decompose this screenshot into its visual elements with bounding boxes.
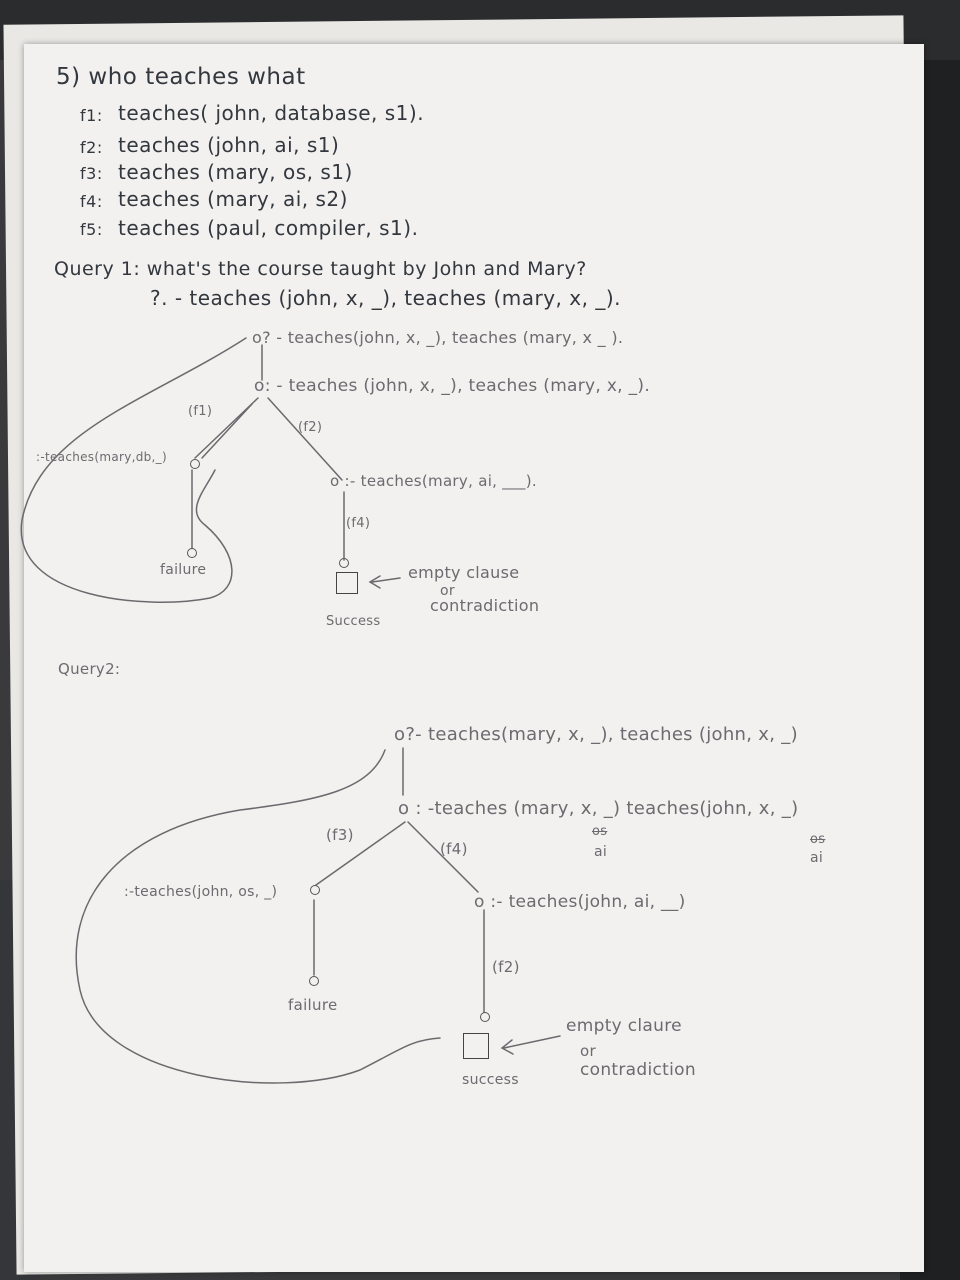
q2-label-f2: (f2)	[492, 958, 520, 976]
q1-arrow-text-3: contradiction	[430, 596, 540, 615]
q2-arrow-text-3: contradiction	[580, 1060, 696, 1080]
q2-left-node	[310, 885, 320, 895]
q1-node1-clause: o: - teaches (john, x, _), teaches (mary…	[254, 376, 651, 396]
q1-success-label: Success	[326, 614, 381, 629]
q2-label-f3: (f3)	[326, 826, 354, 844]
q1-root-clause: o? - teaches(john, x, _), teaches (mary,…	[252, 328, 624, 347]
q2-root-clause: o?- teaches(mary, x, _), teaches (john, …	[394, 724, 798, 745]
q1-left-clause: :-teaches(mary,db,_)	[36, 450, 167, 464]
q2-left-clause: :-teaches(john, os, _)	[124, 884, 278, 900]
q1-label-f4: (f4)	[346, 516, 371, 531]
q1-left-node	[190, 459, 200, 469]
q1-label-f1: (f1)	[188, 404, 213, 419]
fact-text-4: teaches (mary, ai, s2)	[118, 187, 348, 211]
q2-success-node	[480, 1012, 490, 1022]
fact-label-1: f1:	[80, 106, 103, 125]
q2-node1-clause: o : -teaches (mary, x, _) teaches(john, …	[398, 798, 799, 819]
q2-label-f4: (f4)	[440, 840, 468, 858]
q2-success-label: success	[462, 1072, 519, 1088]
q2-right-clause: o :- teaches(john, ai, __)	[474, 892, 686, 912]
page-heading: 5) who teaches what	[56, 64, 306, 90]
q1-success-node	[339, 558, 349, 568]
fact-text-2: teaches (john, ai, s1)	[118, 133, 340, 157]
q1-failure-label: failure	[160, 562, 207, 578]
q2-failure-label: failure	[288, 996, 338, 1014]
fact-label-5: f5:	[80, 220, 103, 239]
fact-text-3: teaches (mary, os, s1)	[118, 160, 353, 184]
query2-title: Query2:	[58, 660, 121, 678]
q1-label-f2: (f2)	[298, 420, 323, 435]
fact-label-2: f2:	[80, 138, 103, 157]
fact-label-3: f3:	[80, 164, 103, 183]
q1-right-clause: o :- teaches(mary, ai, ___).	[330, 472, 537, 490]
q2-arrow-text-1: empty claure	[566, 1016, 682, 1036]
q2-arrow-text-2: or	[580, 1042, 596, 1060]
q2-failure-node	[309, 976, 319, 986]
q1-failure-node	[187, 548, 197, 558]
q2-sub-ai-1: ai	[594, 844, 608, 860]
q1-empty-clause-box	[336, 572, 358, 594]
q1-arrow-text-2: or	[440, 583, 455, 599]
notes-page	[24, 44, 924, 1272]
q2-sub-os-1: os	[592, 824, 608, 839]
fact-label-4: f4:	[80, 192, 103, 211]
q2-sub-os-2: os	[810, 832, 826, 847]
query1-goal: ?. - teaches (john, x, _), teaches (mary…	[150, 286, 621, 310]
query1-title: Query 1: what's the course taught by Joh…	[54, 258, 587, 280]
fact-text-1: teaches( john, database, s1).	[118, 101, 425, 125]
q1-arrow-text-1: empty clause	[408, 563, 520, 582]
fact-text-5: teaches (paul, compiler, s1).	[118, 216, 419, 240]
q2-sub-ai-2: ai	[810, 850, 824, 866]
q2-empty-clause-box	[463, 1033, 489, 1059]
